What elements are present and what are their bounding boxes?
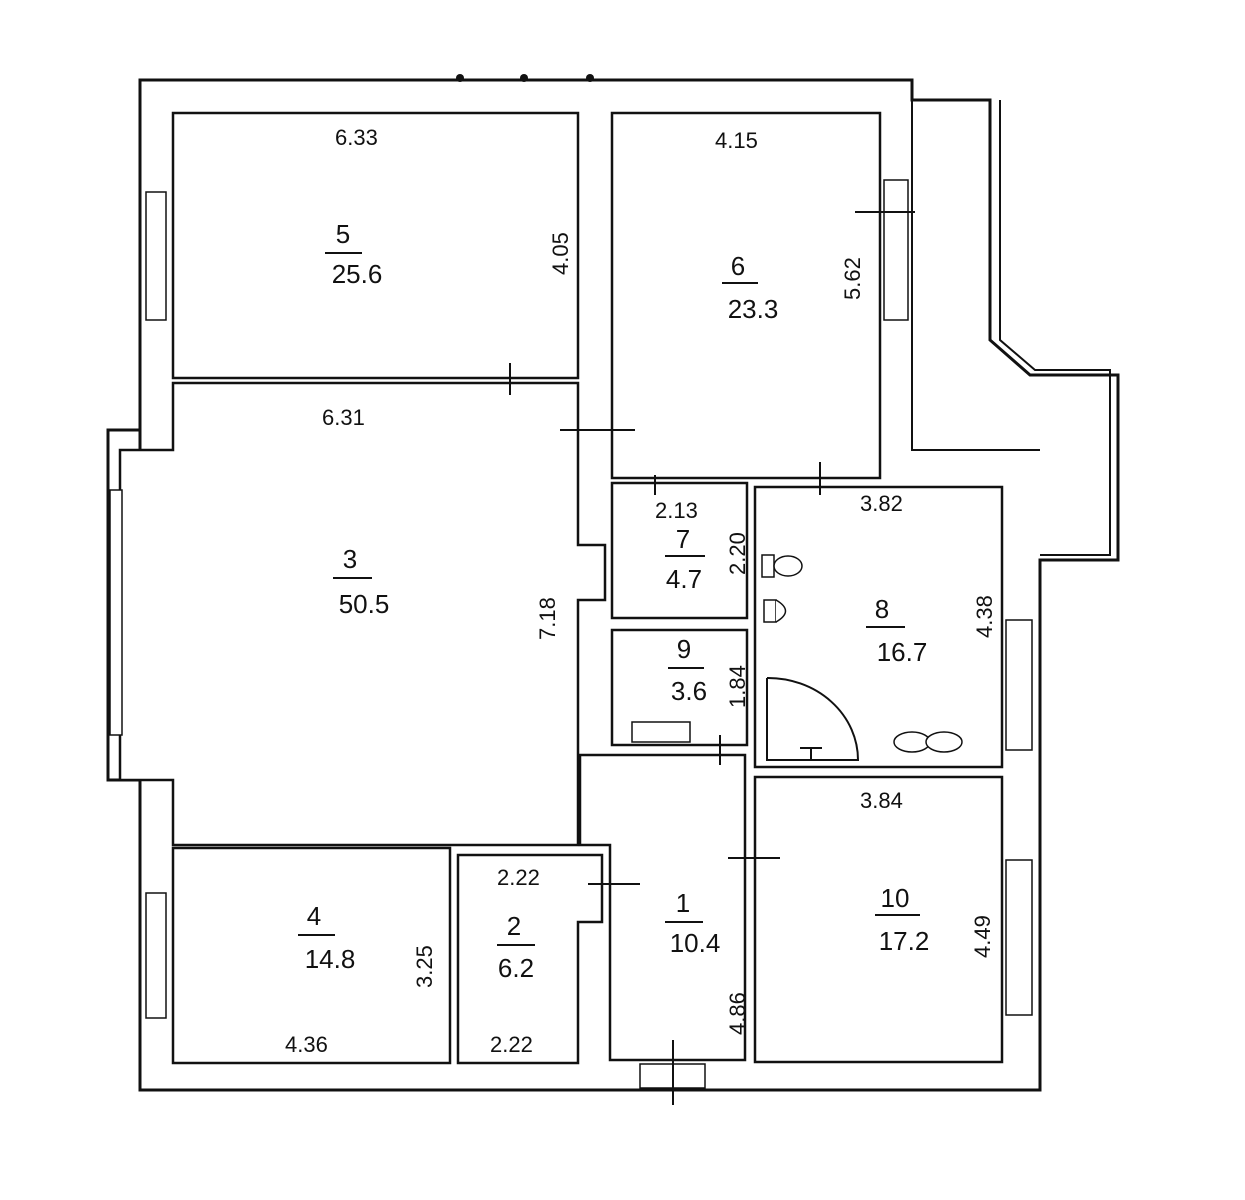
room-8-number: 8 xyxy=(875,594,889,624)
room-6-area: 23.3 xyxy=(728,294,779,324)
room-2-number: 2 xyxy=(507,911,521,941)
room-labels: 5 25.6 6 23.3 3 50.5 7 4.7 8 16.7 9 3.6 … xyxy=(298,219,929,983)
room-9-area: 3.6 xyxy=(671,676,707,706)
room-7-area: 4.7 xyxy=(666,564,702,594)
r4-height: 3.25 xyxy=(412,945,437,988)
r7-width: 2.13 xyxy=(655,498,698,523)
r3-height: 7.18 xyxy=(535,597,560,640)
room-3-area: 50.5 xyxy=(339,589,390,619)
bidet-icon xyxy=(763,599,777,623)
room-1-area: 10.4 xyxy=(670,928,721,958)
room-7-number: 7 xyxy=(676,524,690,554)
room-7-outline xyxy=(610,481,749,620)
room-5-number: 5 xyxy=(336,219,350,249)
room-3-outline xyxy=(118,381,607,847)
r1-height: 4.86 xyxy=(725,992,750,1035)
room-2-area: 6.2 xyxy=(498,953,534,983)
fixtures xyxy=(631,554,963,753)
r6-height: 5.62 xyxy=(840,257,865,300)
windows xyxy=(109,179,1033,1089)
exterior-walls xyxy=(106,74,1120,1092)
room-4-outline xyxy=(171,846,452,1065)
r2-width-top: 2.22 xyxy=(497,865,540,890)
dimension-labels: 6.33 4.05 4.15 5.62 6.31 7.18 2.13 2.20 … xyxy=(285,125,997,1057)
room-4-number: 4 xyxy=(307,901,321,931)
r3-width: 6.31 xyxy=(322,405,365,430)
room-10-number: 10 xyxy=(881,883,910,913)
room-10-area: 17.2 xyxy=(879,926,930,956)
room-9-number: 9 xyxy=(677,634,691,664)
r7-height: 2.20 xyxy=(725,532,750,575)
room-2-outline xyxy=(456,853,604,1065)
room-1-outline xyxy=(578,753,747,1062)
room-5-outline xyxy=(171,111,580,380)
room-4-area: 14.8 xyxy=(305,944,356,974)
room-3-number: 3 xyxy=(343,544,357,574)
toilet-icon xyxy=(761,554,775,578)
room-6-outline xyxy=(610,111,882,480)
room-5-area: 25.6 xyxy=(332,259,383,289)
room-6-number: 6 xyxy=(731,251,745,281)
r10-height: 4.49 xyxy=(970,915,995,958)
r4-width: 4.36 xyxy=(285,1032,328,1057)
r5-width: 6.33 xyxy=(335,125,378,150)
r2-width-bottom: 2.22 xyxy=(490,1032,533,1057)
r5-height: 4.05 xyxy=(548,232,573,275)
r8-height: 4.38 xyxy=(972,595,997,638)
room-8-area: 16.7 xyxy=(877,637,928,667)
rooms xyxy=(118,111,1004,1065)
room-1-number: 1 xyxy=(676,888,690,918)
washer-icon xyxy=(631,721,691,743)
room-10-outline xyxy=(753,775,1004,1064)
sink-icon xyxy=(893,731,931,753)
r8-width: 3.82 xyxy=(860,491,903,516)
doors xyxy=(509,211,915,1105)
r10-width: 3.84 xyxy=(860,788,903,813)
r9-height: 1.84 xyxy=(725,665,750,708)
r6-width: 4.15 xyxy=(715,128,758,153)
